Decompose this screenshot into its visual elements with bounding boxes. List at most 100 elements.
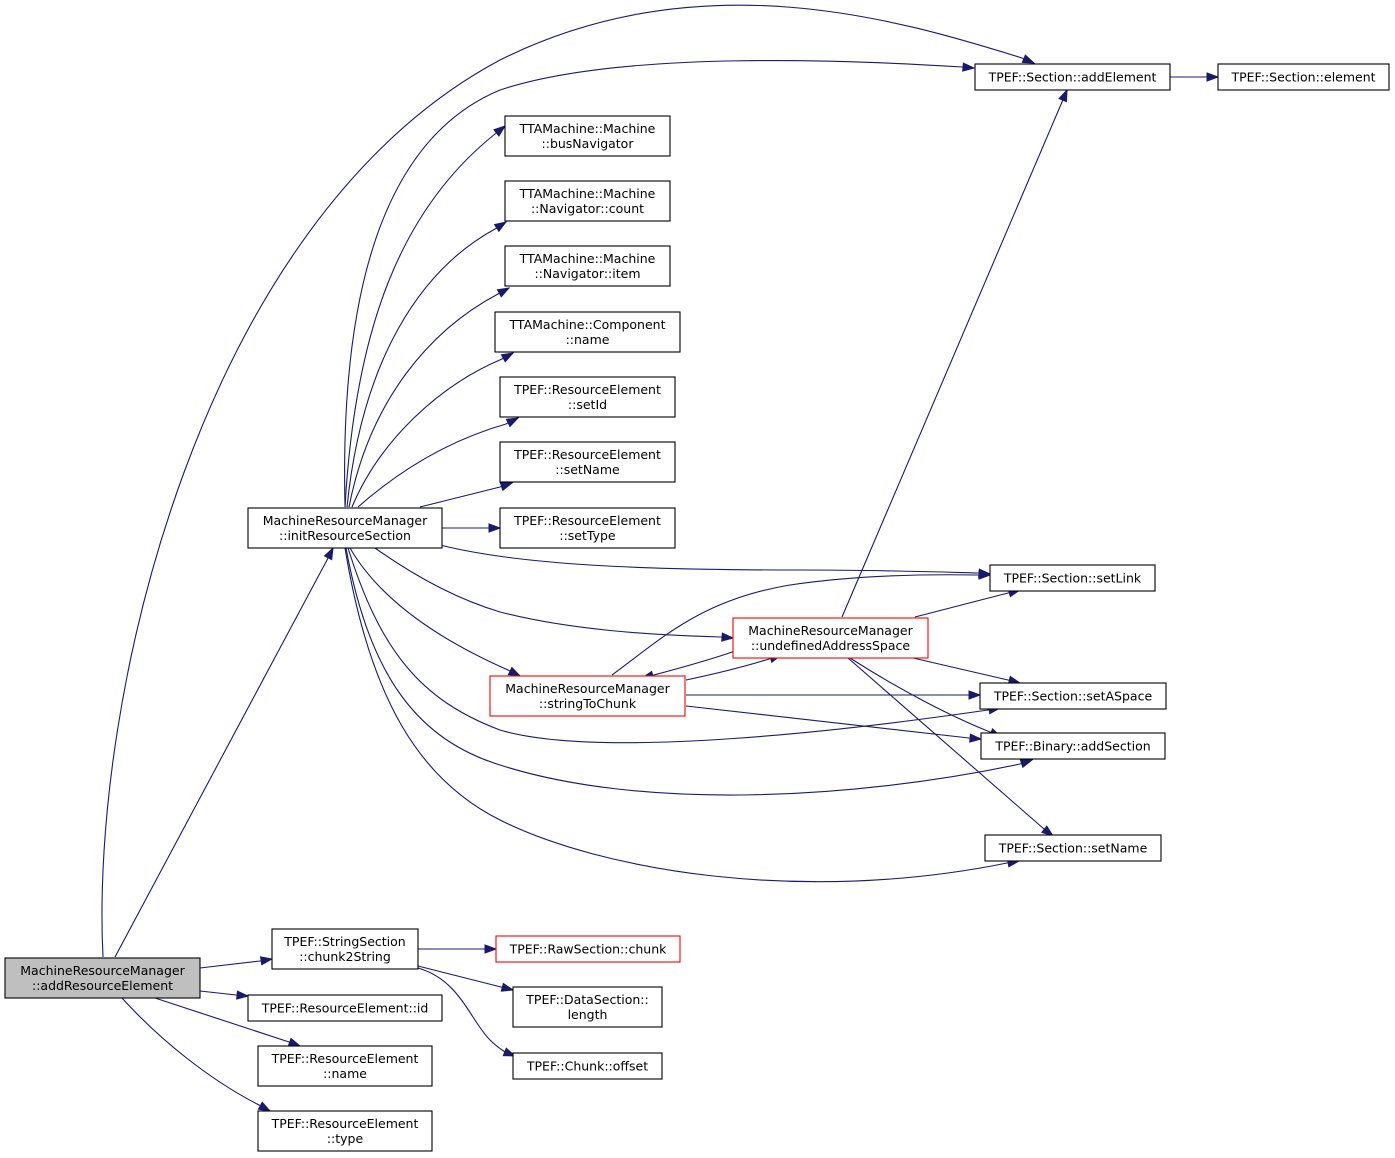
edge-chunk2String-to-rawChunk	[418, 944, 498, 954]
node-box	[732, 617, 929, 659]
node-label-line: TTAMachine::Machine	[519, 251, 656, 266]
nodes-layer: MachineResourceManager::addResourceEleme…	[4, 63, 1390, 1152]
edge-chunk2String-to-chunkOffset	[417, 967, 517, 1057]
node-box	[499, 376, 676, 418]
node-reSetType[interactable]: TPEF::ResourceElement::setType	[499, 507, 676, 549]
node-label-line: TTAMachine::Component	[509, 317, 666, 332]
node-stringToChunk[interactable]: MachineResourceManager::stringToChunk	[489, 675, 686, 717]
edge-line	[849, 657, 1002, 738]
node-dataLength[interactable]: TPEF::DataSection::length	[512, 986, 663, 1028]
edge-line	[348, 287, 510, 508]
node-root[interactable]: MachineResourceManager::addResourceEleme…	[4, 957, 201, 999]
node-label-line: TTAMachine::Machine	[519, 186, 656, 201]
node-setLink[interactable]: TPEF::Section::setLink	[989, 564, 1156, 592]
node-label-line: MachineResourceManager	[748, 623, 913, 638]
node-label-line: TPEF::ResourceElement	[271, 1051, 419, 1066]
node-busNavigator[interactable]: TTAMachine::Machine::busNavigator	[504, 115, 671, 157]
node-box	[257, 1045, 433, 1087]
edge-line	[344, 59, 975, 508]
arrowhead	[323, 546, 334, 561]
edge-line	[344, 547, 1020, 883]
edge-addElement-to-element	[1170, 72, 1220, 82]
node-reName[interactable]: TPEF::ResourceElement::name	[257, 1045, 433, 1087]
edge-undefAS-to-secSetName	[847, 657, 1055, 837]
node-label-line: ::initResourceSection	[279, 528, 411, 543]
edge-line	[346, 221, 507, 508]
node-reSetName[interactable]: TPEF::ResourceElement::setName	[499, 441, 676, 483]
arrowhead	[484, 944, 498, 954]
node-box	[1217, 63, 1390, 91]
edge-initRes-to-reSetName	[419, 482, 514, 508]
node-label-line: TPEF::Chunk::offset	[526, 1059, 648, 1074]
node-reSetId[interactable]: TPEF::ResourceElement::setId	[499, 376, 676, 418]
node-chunk2String[interactable]: TPEF::StringSection::chunk2String	[271, 928, 419, 970]
node-box	[495, 935, 681, 963]
node-navItem[interactable]: TTAMachine::Machine::Navigator::item	[504, 245, 671, 287]
node-label-line: TPEF::ResourceElement::id	[261, 1001, 429, 1016]
node-box	[989, 564, 1156, 592]
node-rawChunk[interactable]: TPEF::RawSection::chunk	[495, 935, 681, 963]
node-label-line: ::addResourceElement	[32, 978, 173, 993]
node-reType[interactable]: TPEF::ResourceElement::type	[257, 1110, 433, 1152]
node-label-line: TPEF::ResourceElement	[513, 447, 661, 462]
node-box	[512, 1052, 663, 1080]
node-reId[interactable]: TPEF::ResourceElement::id	[247, 994, 443, 1022]
edge-stringToChunk-to-setASpace	[686, 690, 982, 700]
edge-line	[357, 417, 519, 508]
arrowhead	[257, 1101, 272, 1112]
node-label-line: TPEF::Section::setName	[998, 841, 1148, 856]
node-label-line: ::setType	[559, 528, 616, 543]
node-box	[271, 928, 419, 970]
node-label-line: TPEF::Section::element	[1230, 70, 1375, 85]
node-label-line: TTAMachine::Machine	[519, 121, 656, 136]
node-label-line: ::setName	[555, 462, 620, 477]
node-box	[512, 986, 663, 1028]
arrowhead	[1019, 759, 1034, 769]
edge-line	[121, 997, 271, 1112]
edge-initRes-to-stringToChunk	[349, 547, 522, 677]
edge-line	[351, 352, 514, 508]
node-label-line: TPEF::ResourceElement	[271, 1116, 419, 1131]
node-box	[257, 1110, 433, 1152]
edge-line	[344, 125, 506, 508]
node-compName[interactable]: TTAMachine::Component::name	[494, 311, 681, 353]
node-addElement[interactable]: TPEF::Section::addElement	[974, 63, 1171, 91]
node-label-line: TPEF::DataSection::	[525, 992, 648, 1007]
node-label-line: TPEF::RawSection::chunk	[509, 942, 668, 957]
node-label-line: MachineResourceManager	[20, 963, 185, 978]
node-addSection[interactable]: TPEF::Binary::addSection	[980, 732, 1166, 760]
node-label-line: ::type	[327, 1131, 364, 1146]
arrowhead	[500, 352, 515, 363]
node-secSetName[interactable]: TPEF::Section::setName	[984, 834, 1162, 862]
node-box	[504, 245, 671, 287]
arrowhead	[978, 570, 992, 580]
node-undefAS[interactable]: MachineResourceManager::undefinedAddress…	[732, 617, 929, 659]
node-box	[980, 732, 1166, 760]
edge-line	[914, 589, 1021, 618]
edge-initRes-to-reSetType	[442, 523, 502, 533]
node-box	[984, 834, 1162, 862]
node-label-line: TPEF::Section::addElement	[988, 70, 1157, 85]
node-label-line: TPEF::Binary::addSection	[994, 739, 1150, 754]
arrowhead	[488, 523, 502, 533]
arrowhead	[259, 956, 274, 966]
node-navCount[interactable]: TTAMachine::Machine::Navigator::count	[504, 180, 671, 222]
edge-initRes-to-addSection	[345, 547, 1034, 796]
arrowhead	[1058, 88, 1068, 103]
arrowhead	[1041, 825, 1055, 837]
arrowhead	[287, 1037, 302, 1047]
edge-line	[417, 967, 516, 1057]
node-element[interactable]: TPEF::Section::element	[1217, 63, 1390, 91]
node-initRes[interactable]: MachineResourceManager::initResourceSect…	[247, 507, 443, 549]
arrowhead	[721, 632, 735, 642]
node-label-line: MachineResourceManager	[263, 513, 428, 528]
node-setASpace[interactable]: TPEF::Section::setASpace	[979, 682, 1167, 710]
node-label-line: ::Navigator::count	[531, 201, 644, 216]
node-label-line: ::name	[323, 1066, 367, 1081]
edge-initRes-to-navCount	[346, 221, 508, 508]
node-label-line: ::name	[566, 332, 610, 347]
node-label-line: TPEF::StringSection	[283, 934, 405, 949]
node-chunkOffset[interactable]: TPEF::Chunk::offset	[512, 1052, 663, 1080]
node-label-line: ::chunk2String	[299, 949, 391, 964]
node-box	[494, 311, 681, 353]
